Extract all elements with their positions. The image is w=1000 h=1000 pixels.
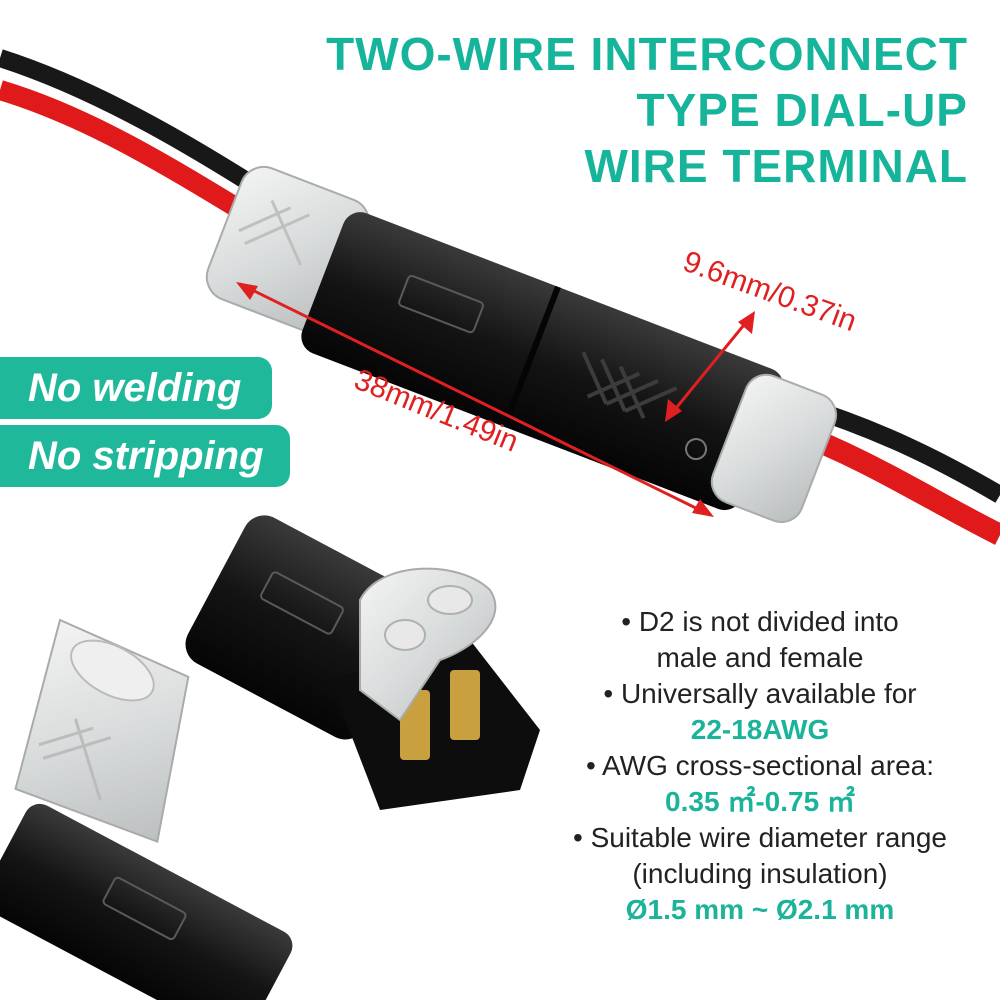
page-title: TWO-WIRE INTERCONNECT TYPE DIAL-UP WIRE … [326, 26, 968, 194]
badge-no-welding: No welding [0, 357, 272, 419]
spec-line: • D2 is not divided into [621, 606, 899, 637]
spec-line: • AWG cross-sectional area: [586, 750, 934, 781]
title-line-3: WIRE TERMINAL [584, 140, 968, 192]
open-connector-left [0, 618, 293, 1000]
width-arrow [665, 311, 755, 422]
spec-highlight: Ø1.5 mm ~ Ø2.1 mm [625, 894, 895, 925]
spec-line: male and female [656, 642, 864, 673]
spec-line: (including insulation) [632, 858, 888, 889]
badge-no-stripping: No stripping [0, 425, 290, 487]
spec-line: • Universally available for [603, 678, 917, 709]
title-line-1: TWO-WIRE INTERCONNECT [326, 28, 968, 80]
spec-highlight: 22-18AWG [690, 714, 830, 745]
main-connector [205, 166, 838, 524]
length-arrow [236, 282, 714, 517]
spec-list: • D2 is not divided into male and female… [560, 604, 960, 928]
spec-line: • Suitable wire diameter range [573, 822, 947, 853]
spec-highlight: 0.35 ㎡-0.75 ㎡ [665, 786, 855, 817]
title-line-2: TYPE DIAL-UP [636, 84, 968, 136]
open-connector-right [185, 515, 540, 810]
